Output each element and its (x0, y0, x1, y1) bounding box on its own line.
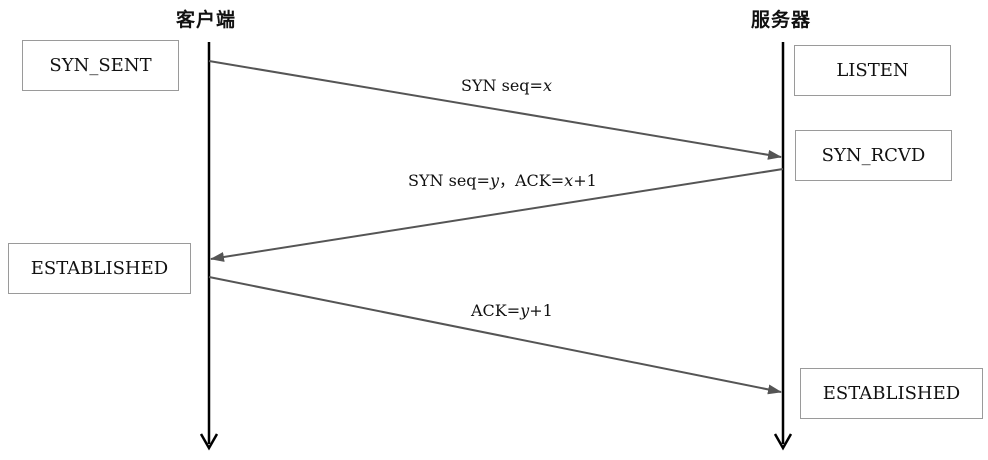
syn-ack-label-middle: ，ACK= (498, 171, 565, 190)
ack-message-label: ACK=y+1 (471, 301, 553, 320)
syn-label-seq-var: x (542, 76, 552, 95)
syn-ack-message-arrow (210, 168, 784, 262)
client-state-syn-sent: SYN_SENT (22, 40, 179, 91)
server-state-established: ESTABLISHED (800, 368, 983, 419)
syn-ack-label-ack-var: x (564, 171, 574, 190)
syn-ack-label-prefix: SYN seq= (408, 171, 490, 190)
syn-label-prefix: SYN seq= (461, 76, 543, 95)
server-state-listen: LISTEN (794, 45, 951, 96)
syn-message-label: SYN seq=x (461, 76, 552, 95)
syn-ack-label-suffix: +1 (573, 171, 597, 190)
server-lifeline-arrowhead (773, 433, 793, 451)
ack-label-suffix: +1 (529, 301, 553, 320)
ack-message-arrow (208, 276, 782, 395)
syn-ack-label-seq-var: y (489, 171, 499, 190)
client-state-established: ESTABLISHED (8, 243, 191, 294)
syn-message-arrow (208, 60, 782, 160)
ack-label-prefix: ACK= (471, 301, 521, 320)
client-lifeline-arrowhead (199, 433, 219, 451)
ack-label-ack-var: y (520, 301, 530, 320)
client-lane-title: 客户端 (176, 9, 237, 31)
syn-ack-message-label: SYN seq=y，ACK=x+1 (408, 167, 597, 191)
server-lane-title: 服务器 (751, 9, 812, 31)
server-state-syn-rcvd: SYN_RCVD (795, 130, 952, 181)
